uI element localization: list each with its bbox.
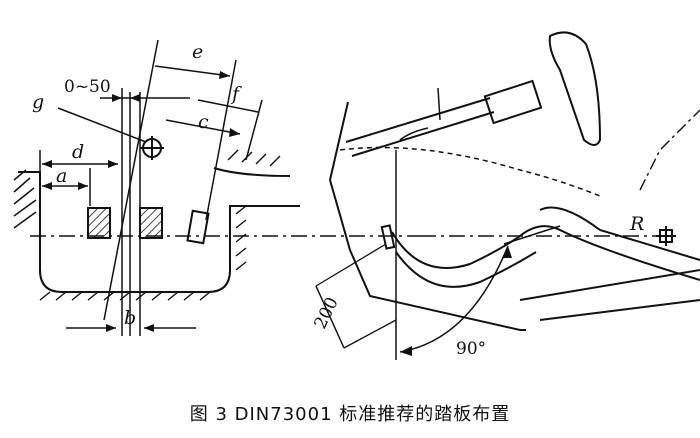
pedal-arm [391,225,700,281]
pedal-side-view [315,31,700,360]
label-range: 0~50 [64,77,111,97]
brake-pedal [139,207,163,239]
label-d: d [72,141,84,163]
steering-column-lower [351,111,495,157]
floor-hatch [39,291,211,301]
toe-board [328,101,526,331]
footrest-plate [519,269,700,321]
label-a: a [56,165,67,187]
label-e: e [192,41,203,63]
dimension-lines [30,39,420,336]
label-b: b [124,307,136,329]
toe-board-inner [339,146,601,197]
dimension-arrows [42,71,240,332]
figure-caption: 图 3 DIN73001 标准推荐的踏板布置 [189,404,511,425]
upper-structure [213,167,291,177]
dim-200 [315,285,345,349]
right-wall-hatch [235,205,247,271]
pedal-arm-lower [395,206,700,288]
column-collar [483,79,543,125]
column-bracket [399,87,441,141]
clutch-pedal [87,207,111,239]
accelerator-pedal [186,209,210,245]
angle-arrows [400,246,512,356]
label-r: R [629,213,644,235]
pedal-pad [380,224,396,250]
steering-column-upper [345,97,491,143]
left-wall-hatch [13,169,37,229]
r-point-marker [656,226,676,246]
upper-structure-hatch [227,149,281,167]
steering-wheel [548,31,602,146]
label-g: g [32,91,44,113]
angle-arc [399,245,509,353]
point-g-marker [140,136,164,160]
label-f: f [230,83,242,105]
seat-contour [639,109,700,191]
label-c: c [198,111,209,133]
label-90: 90° [456,339,486,359]
label-200: 200 [311,294,343,332]
